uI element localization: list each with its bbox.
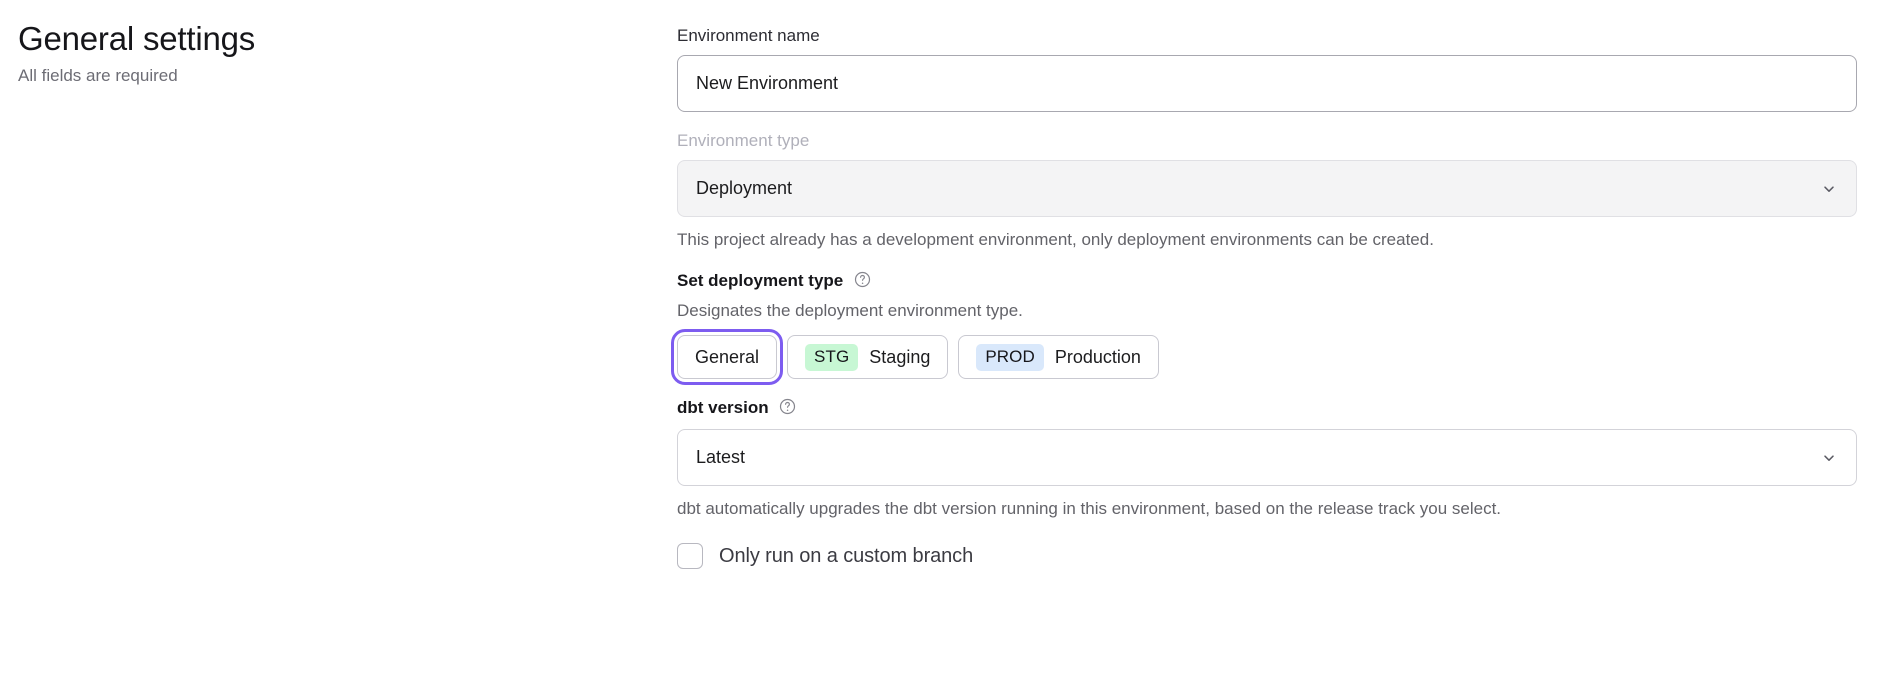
deployment-type-option-production-label: Production (1054, 346, 1141, 367)
custom-branch-checkbox[interactable] (677, 543, 703, 569)
deployment-type-option-general-label: General (695, 346, 760, 367)
question-circle-icon[interactable] (854, 271, 871, 288)
environment-name-input[interactable]: New Environment (677, 55, 1857, 112)
environment-type-note: This project already has a development e… (677, 230, 1434, 249)
dbt-version-value: Latest (696, 447, 746, 467)
deployment-type-option-general[interactable]: General (670, 329, 784, 385)
deployment-type-option-production[interactable]: PROD Production (958, 335, 1159, 379)
production-badge: PROD (976, 343, 1044, 371)
settings-intro-column: General settings All fields are required (0, 0, 677, 678)
page-title: General settings (18, 20, 256, 57)
environment-type-label: Environment type (677, 131, 810, 150)
deployment-type-description: Designates the deployment environment ty… (677, 301, 1023, 320)
page-subtitle: All fields are required (18, 66, 178, 85)
deployment-type-field: Set deployment type Designates the deplo… (670, 269, 1860, 385)
question-circle-icon[interactable] (779, 398, 796, 415)
deployment-type-label: Set deployment type (677, 271, 844, 290)
chevron-down-icon (1822, 451, 1836, 465)
environment-name-value: New Environment (696, 73, 839, 93)
environment-name-label: Environment name (677, 26, 820, 45)
environment-name-field: Environment name New Environment (677, 24, 1860, 112)
custom-branch-row[interactable]: Only run on a custom branch (677, 543, 1860, 569)
environment-type-value: Deployment (696, 178, 793, 198)
environment-type-field: Environment type Deployment This project… (677, 129, 1860, 252)
dbt-version-note: dbt automatically upgrades the dbt versi… (677, 499, 1502, 518)
dbt-version-label-row: dbt version (677, 396, 1860, 420)
environment-type-select[interactable]: Deployment (677, 160, 1857, 217)
settings-form-column: Environment name New Environment Environ… (670, 0, 1890, 678)
dbt-version-select[interactable]: Latest (677, 429, 1857, 486)
chevron-down-icon (1822, 182, 1836, 196)
deployment-type-label-row: Set deployment type (677, 269, 1860, 293)
dbt-version-field: dbt version Latest dbt automatica (677, 396, 1860, 521)
staging-badge: STG (805, 343, 859, 371)
deployment-type-option-staging[interactable]: STG Staging (787, 335, 949, 379)
deployment-type-option-staging-label: Staging (869, 346, 931, 367)
deployment-type-options: General STG Staging PROD Production (670, 329, 1860, 385)
custom-branch-label: Only run on a custom branch (719, 544, 974, 567)
dbt-version-label: dbt version (677, 398, 769, 417)
